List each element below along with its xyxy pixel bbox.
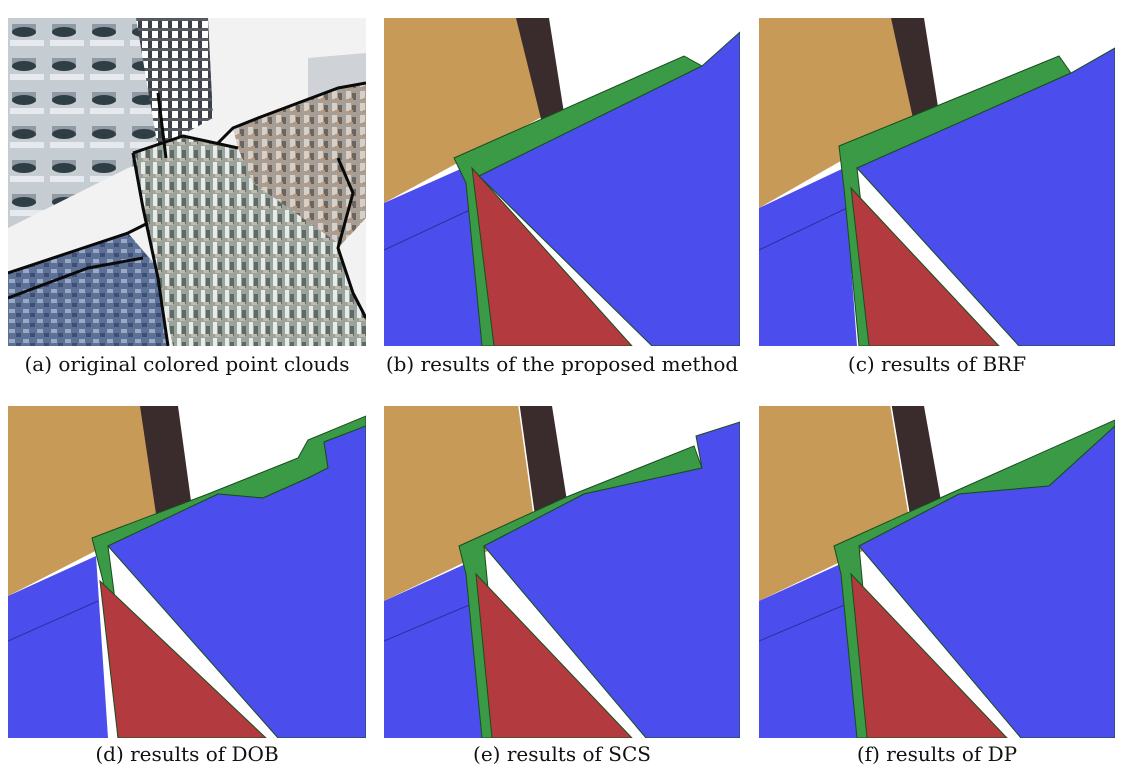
segmentation-scs-image (384, 406, 740, 738)
segmentation-dob-image (8, 406, 366, 738)
caption-scs: (e) results of SCS (473, 742, 651, 766)
caption-original-point-clouds: (a) original colored point clouds (24, 352, 350, 376)
caption-proposed-method: (b) results of the proposed method (385, 352, 739, 376)
point-cloud-image (8, 18, 366, 346)
caption-dp: (f) results of DP (856, 742, 1018, 766)
caption-brf: (c) results of BRF (847, 352, 1027, 376)
caption-dob: (d) results of DOB (95, 742, 279, 766)
segmentation-brf-image (759, 18, 1115, 346)
segmentation-proposed-method-image (384, 18, 740, 346)
segmentation-dp-image (759, 406, 1115, 738)
